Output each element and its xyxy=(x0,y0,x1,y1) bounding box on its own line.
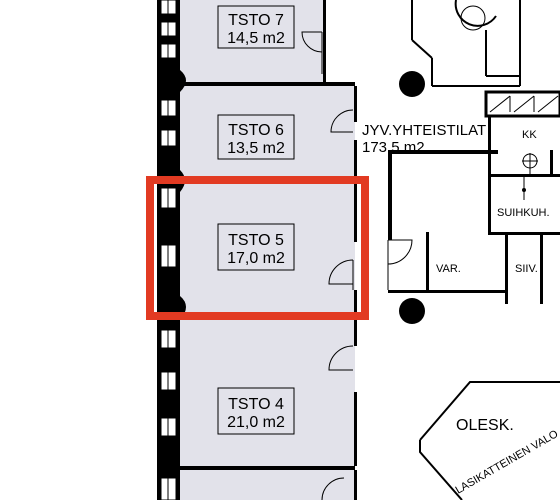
label-suihkuh: SUIHKUH. xyxy=(497,207,550,219)
shower-fixtures xyxy=(522,153,538,200)
svg-text:TSTO 4: TSTO 4 xyxy=(228,396,284,413)
label-var: VAR. xyxy=(436,263,461,275)
svg-text:17,0 m2: 17,0 m2 xyxy=(227,250,285,267)
room-tsto3-floor[interactable] xyxy=(180,470,355,500)
svg-text:TSTO 6: TSTO 6 xyxy=(228,122,284,139)
room-tsto6-floor[interactable] xyxy=(180,86,355,178)
column-1 xyxy=(399,71,425,97)
svg-text:14,5 m2: 14,5 m2 xyxy=(227,30,285,47)
room-label-tsto7: TSTO 7 14,5 m2 xyxy=(217,5,295,49)
room-tsto5-floor[interactable] xyxy=(180,182,355,312)
svg-text:21,0 m2: 21,0 m2 xyxy=(227,414,285,431)
room-tsto7-floor[interactable] xyxy=(180,0,325,82)
common-area-size: 173,5 m2 xyxy=(362,139,425,156)
label-olesk: OLESK. xyxy=(456,417,514,434)
label-kk: KK xyxy=(522,129,537,141)
room-label-tsto6: TSTO 6 13,5 m2 xyxy=(217,114,295,160)
kitchen-counter xyxy=(484,90,560,118)
room-tsto4-floor[interactable] xyxy=(180,316,355,466)
label-lasikatteinen: LASIKATTEINEN VALO xyxy=(454,428,560,497)
common-area-walls xyxy=(388,0,560,304)
svg-text:TSTO 5: TSTO 5 xyxy=(228,232,284,249)
selected-room-highlight xyxy=(146,176,369,320)
doors xyxy=(301,31,413,500)
svg-text:13,5 m2: 13,5 m2 xyxy=(227,140,285,157)
svg-text:TSTO 7: TSTO 7 xyxy=(228,12,284,29)
room-label-tsto5: TSTO 5 17,0 m2 xyxy=(217,223,295,271)
lounge-area: OLESK. LASIKATTEINEN VALO xyxy=(419,381,560,500)
label-siiv: SIIV. xyxy=(515,263,538,275)
column-2 xyxy=(399,298,425,324)
common-area-name: JYV.YHTEISTILAT xyxy=(362,122,486,139)
exterior-wall xyxy=(157,0,186,500)
room-label-tsto4: TSTO 4 21,0 m2 xyxy=(217,387,295,435)
